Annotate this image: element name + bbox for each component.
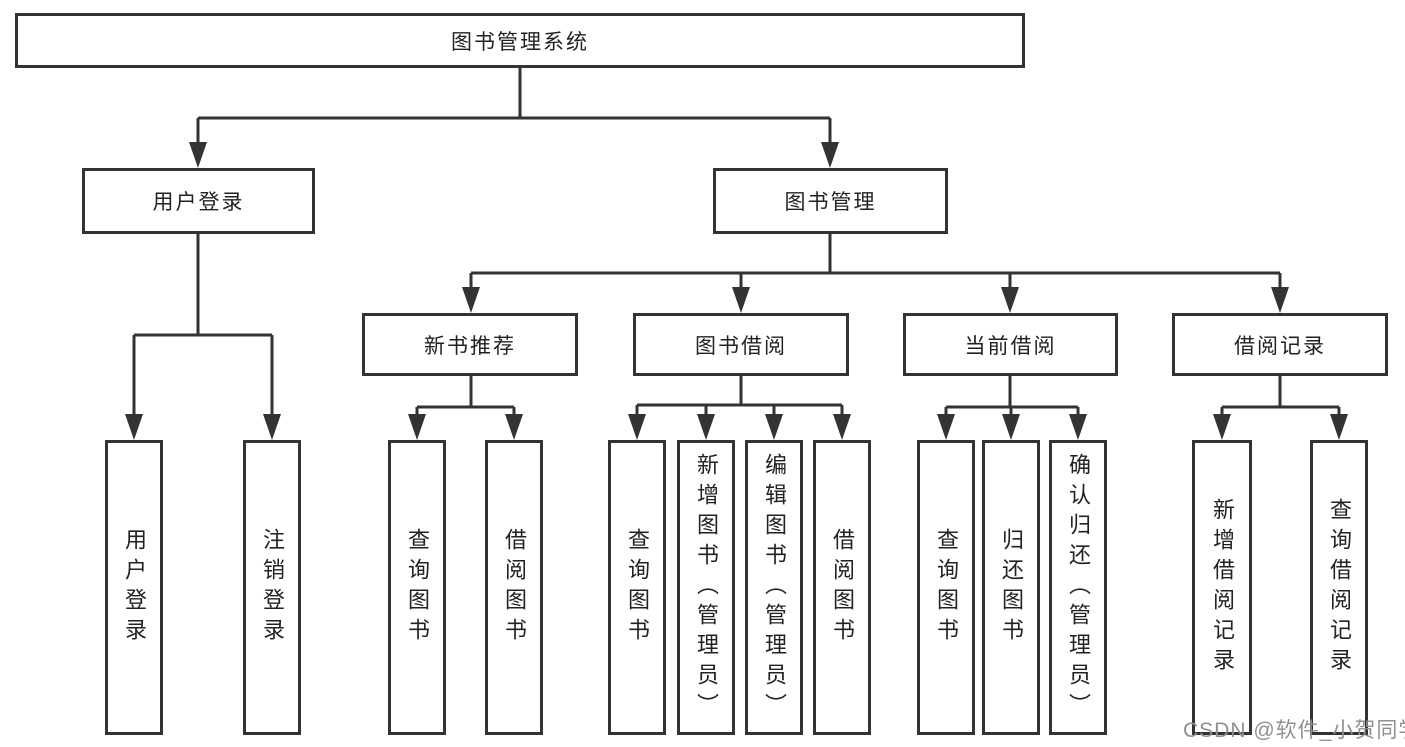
node-new-book-recommend: 新书推荐 <box>362 313 578 376</box>
node-user-login: 用户登录 <box>82 168 315 234</box>
leaf-cb-return-book: 归还图书 <box>982 440 1040 735</box>
leaf-bb-edit-book-admin: 编辑图书（管理员） <box>745 440 803 735</box>
node-book-management: 图书管理 <box>713 168 948 234</box>
node-book-borrow: 图书借阅 <box>633 313 849 376</box>
node-library-management-system: 图书管理系统 <box>15 13 1025 68</box>
leaf-logout: 注销登录 <box>243 440 301 735</box>
leaf-rec-borrow-book: 借阅图书 <box>485 440 543 735</box>
csdn-watermark: CSDN @软件_小贺同学 <box>1183 719 1405 742</box>
leaf-bb-borrow-book: 借阅图书 <box>813 440 871 735</box>
leaf-br-query-record: 查询借阅记录 <box>1310 440 1368 735</box>
leaf-bb-query-book: 查询图书 <box>608 440 666 735</box>
leaf-cb-confirm-return-admin: 确认归还（管理员） <box>1049 440 1107 735</box>
leaf-cb-query-book: 查询图书 <box>917 440 975 735</box>
leaf-br-add-record: 新增借阅记录 <box>1192 440 1252 735</box>
node-current-borrow: 当前借阅 <box>903 313 1118 376</box>
leaf-bb-add-book-admin: 新增图书（管理员） <box>677 440 735 735</box>
node-borrow-record: 借阅记录 <box>1172 313 1388 376</box>
leaf-user-login: 用户登录 <box>105 440 163 735</box>
leaf-rec-query-book: 查询图书 <box>388 440 446 735</box>
